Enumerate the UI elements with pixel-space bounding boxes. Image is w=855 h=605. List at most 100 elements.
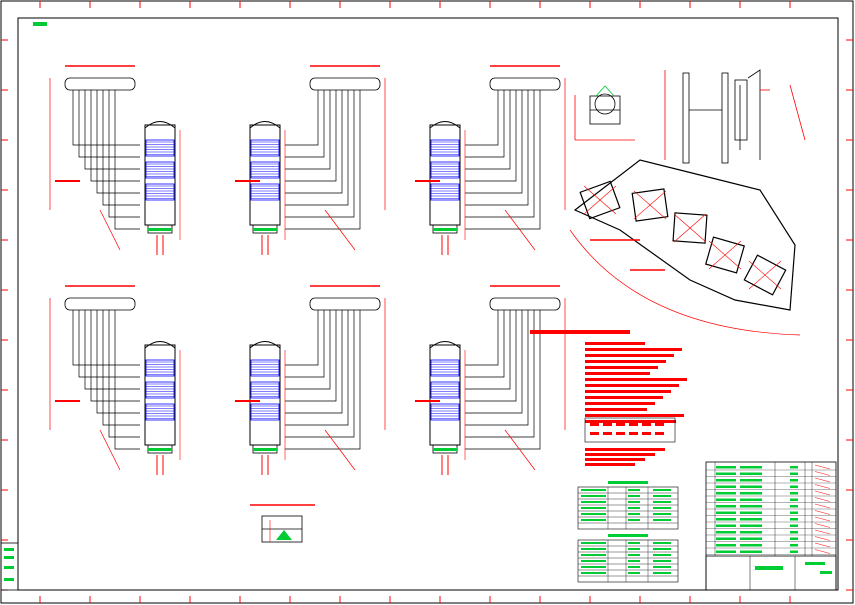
- notes-line: [585, 378, 687, 381]
- table-cell: [628, 566, 640, 568]
- pipe: [78, 310, 140, 378]
- notes-inset-cell: [655, 423, 664, 426]
- table-cell: [653, 489, 671, 491]
- notes-line: [585, 396, 663, 399]
- tower-unit-5: [235, 285, 386, 475]
- hatch-zone: [145, 139, 175, 157]
- notes-inset-cell: [629, 423, 638, 426]
- title-cell: [790, 498, 798, 501]
- tower-unit-2: [235, 65, 386, 255]
- hatch-zone: [145, 403, 175, 421]
- table-cell: [581, 489, 606, 491]
- table-cell: [628, 554, 640, 556]
- notes-line: [585, 463, 635, 466]
- pipe: [465, 90, 517, 182]
- leader-line: [504, 429, 536, 471]
- column-head: [249, 121, 281, 129]
- hatch-zone: [145, 359, 175, 377]
- notes-line: [585, 448, 665, 451]
- plan-arc: [569, 229, 801, 336]
- skirt-ring: [253, 448, 277, 451]
- notes-line: [585, 372, 650, 375]
- title-cell: [740, 466, 762, 469]
- notes-line: [585, 348, 682, 351]
- sheet-tag: [33, 22, 47, 26]
- title-cell: [790, 511, 798, 514]
- title-cell: [790, 550, 798, 553]
- title-cell: [790, 537, 798, 540]
- pipe: [285, 90, 325, 158]
- table-title: [608, 534, 648, 537]
- hatch-zone: [430, 139, 460, 157]
- title-cell: [790, 485, 798, 488]
- plan-outline: [573, 159, 796, 311]
- pipe: [465, 310, 505, 378]
- table-cell: [581, 513, 606, 515]
- table-cell: [581, 548, 606, 550]
- notes-inset-cell: [616, 432, 625, 435]
- callout-tag: [55, 180, 80, 182]
- tower-unit-3: [415, 65, 566, 255]
- title-cell: [716, 498, 736, 501]
- pipe: [465, 310, 523, 414]
- hatch-zone: [250, 359, 280, 377]
- title-cell: [790, 466, 798, 469]
- pipe: [96, 90, 140, 194]
- table-cell: [653, 519, 671, 521]
- notes-inset-cell: [629, 432, 638, 435]
- plan-diagonal: [708, 240, 742, 270]
- notes-inset-cell: [603, 423, 612, 426]
- pipe: [285, 310, 361, 450]
- pipe: [72, 310, 140, 366]
- pipe: [84, 90, 140, 170]
- plan-cell: [743, 254, 787, 296]
- table-cell: [653, 507, 671, 509]
- table-cell: [653, 501, 671, 503]
- notes-block: [530, 330, 687, 466]
- callout-tag: [55, 400, 80, 402]
- title-block: [705, 461, 837, 591]
- header-drum: [489, 77, 561, 91]
- header-drum: [64, 77, 136, 91]
- plan-cell: [631, 188, 669, 222]
- hatch-zone: [250, 139, 280, 157]
- pipe: [285, 90, 331, 170]
- title-mark: [814, 510, 831, 515]
- notes-line: [585, 390, 671, 393]
- pipe: [465, 90, 523, 194]
- column-head: [429, 341, 461, 349]
- inner-border: [17, 17, 839, 591]
- title-cell: [740, 479, 762, 482]
- title-cell: [716, 544, 736, 547]
- table-cell: [581, 554, 606, 556]
- title-cell: [716, 485, 736, 488]
- title-cell: [740, 498, 762, 501]
- pipe: [285, 90, 361, 230]
- table-cell: [628, 560, 640, 562]
- title-cell: [740, 472, 762, 475]
- revision-box: [0, 542, 19, 591]
- title-cell: [716, 531, 736, 534]
- title-cell: [790, 524, 798, 527]
- callout-tag: [415, 400, 440, 402]
- notes-line: [585, 453, 655, 456]
- table-cell: [628, 572, 640, 574]
- title-mark: [814, 516, 831, 522]
- pipe: [72, 90, 140, 146]
- notes-inset-cell: [616, 423, 625, 426]
- section-detail: [250, 504, 315, 543]
- callout-tag: [235, 180, 260, 182]
- tower-drawings: [49, 65, 566, 475]
- table-title: [608, 481, 648, 484]
- hatch-zone: [145, 183, 175, 201]
- hatch-zone: [430, 381, 460, 399]
- notes-inset-cell: [655, 432, 664, 435]
- skirt-ring: [148, 448, 172, 451]
- hatch-zone: [430, 359, 460, 377]
- header-drum: [64, 297, 136, 311]
- table-cell: [628, 507, 640, 509]
- pipe: [465, 90, 505, 158]
- title-cell: [790, 492, 798, 495]
- title-mark: [814, 477, 831, 483]
